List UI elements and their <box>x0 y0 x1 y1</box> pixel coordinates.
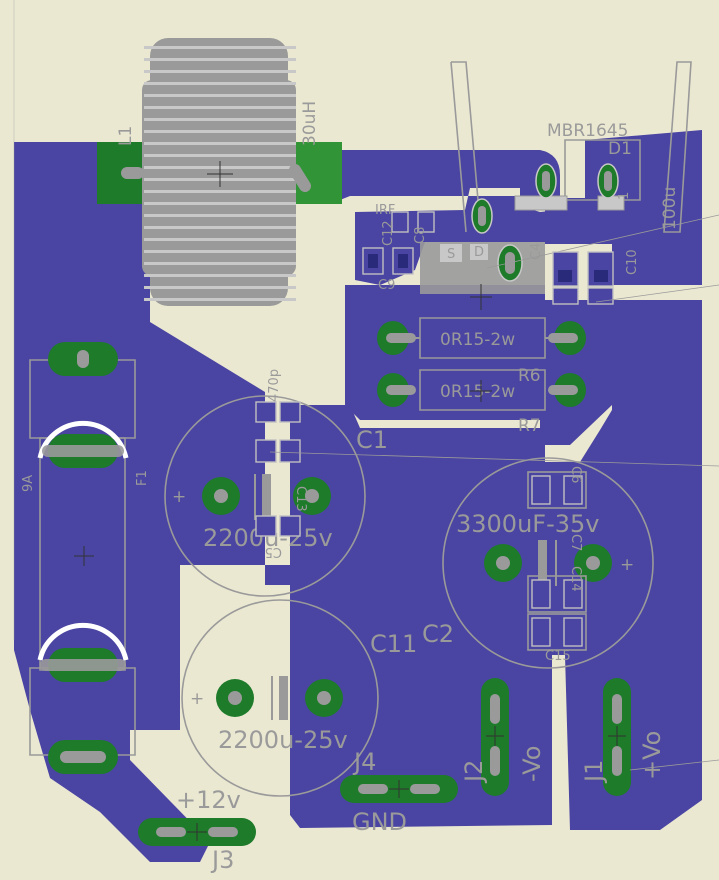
r6-value: 0R15-2w <box>440 330 515 350</box>
f1-name: F1 <box>135 470 150 486</box>
d1-part: MBR1645 <box>547 121 628 141</box>
c7-label: C7 <box>568 534 583 551</box>
c2-smd-stack <box>527 471 587 651</box>
c11-name: C11 <box>370 630 417 658</box>
j3-value: +12v <box>176 786 241 814</box>
c12-pad-2 <box>417 211 435 233</box>
q1-drain: D <box>474 245 484 260</box>
c12-label: C12 <box>381 220 396 246</box>
j2-name: J2 <box>460 760 488 784</box>
l1-value: 30uH <box>300 101 320 146</box>
c6-label: C6 <box>568 466 583 483</box>
capacitor-c11: + C11 2200u-25v <box>181 599 417 797</box>
c4-label: C4 <box>529 243 544 260</box>
inductor-l1: L1 30uH <box>97 38 342 306</box>
c11-plus-mark: + <box>190 689 204 709</box>
c13-value: 470p <box>267 369 282 402</box>
j3-name: J3 <box>210 846 234 874</box>
c2-plus-mark: + <box>620 555 634 575</box>
connector-j3: +12v J3 <box>138 786 256 874</box>
l1-winding-gap <box>144 106 296 109</box>
irf-label: IRF <box>375 203 395 218</box>
l1-winding-gap <box>144 214 296 217</box>
fuse-f1: 9A F1 <box>21 342 150 774</box>
j1-name: J1 <box>580 760 608 784</box>
l1-winding-gap <box>144 202 296 205</box>
l1-winding-gap <box>144 70 296 73</box>
c15-label: C15 <box>545 649 571 664</box>
c1-plus-mark: + <box>172 487 186 507</box>
l1-body <box>142 38 296 306</box>
d1-name: D1 <box>608 139 632 159</box>
c9-label: C9 <box>378 278 395 293</box>
c2-value: 3300uF-35v <box>456 510 600 538</box>
connector-j4: J4 GND <box>340 748 458 836</box>
l1-winding-gap <box>144 262 296 265</box>
capacitor-c1: + C1 2200u-25v 470p C13 C5 <box>164 369 719 597</box>
l1-winding-gap <box>144 58 296 61</box>
d1-pin: 1 <box>617 192 632 200</box>
connector-j1: J1 +Vo <box>580 678 719 796</box>
c11-value: 2200u-25v <box>218 726 348 754</box>
l1-winding-gap <box>144 226 296 229</box>
l1-winding-gap <box>144 46 296 49</box>
mosfet-q1: S D IRF <box>375 203 719 310</box>
out-cap-value: 100u <box>660 187 680 230</box>
c8-label: C8 <box>413 227 428 244</box>
diode-d1: MBR1645 D1 1 100u <box>450 61 692 234</box>
l1-winding-gap <box>144 94 296 97</box>
c2-outline <box>442 457 654 669</box>
j2-value: -Vo <box>518 746 546 783</box>
f1-value: 9A <box>21 475 36 492</box>
c13-pad-1 <box>255 401 277 423</box>
l1-winding-gap <box>144 298 296 301</box>
copper-pour-sense <box>345 285 612 445</box>
l1-winding-gap <box>144 274 296 277</box>
c13-name: C13 <box>293 486 308 512</box>
l1-winding-gap <box>144 130 296 133</box>
l1-winding-gap <box>144 142 296 145</box>
r6-name: R6 <box>518 366 541 386</box>
l1-winding-gap <box>144 154 296 157</box>
smd-caps-top: C12 C10 C9 C4 C8 <box>362 211 719 305</box>
c5-name: C5 <box>265 544 282 559</box>
c2-name: C2 <box>422 620 454 648</box>
l1-winding-gap <box>144 118 296 121</box>
l1-winding-gap <box>144 82 296 85</box>
l1-winding-gap <box>144 190 296 193</box>
resistor-r6: 0R15-2w R6 <box>377 317 586 386</box>
r7-name: R7 <box>518 416 541 436</box>
l1-winding-gap <box>144 250 296 253</box>
l1-drill-2 <box>289 164 311 192</box>
j1-value: +Vo <box>638 731 666 780</box>
c11-outline <box>181 599 379 797</box>
c1-name: C1 <box>356 426 388 454</box>
copper-pour-ground <box>265 300 702 830</box>
c12-pad-1 <box>391 211 409 233</box>
c10-label: C10 <box>625 249 640 275</box>
d1-tab <box>514 195 568 211</box>
l1-winding-gap <box>144 286 296 289</box>
resistor-r7: 0R15-2w R7 <box>377 369 586 436</box>
j4-value: GND <box>352 808 407 836</box>
j4-name: J4 <box>352 748 376 776</box>
c14-label: C14 <box>568 566 583 592</box>
r7-value: 0R15-2w <box>440 382 515 402</box>
q1-source: S <box>447 247 455 262</box>
c1-outline <box>164 395 366 597</box>
l1-name: L1 <box>116 126 136 146</box>
capacitor-c2: + 3300uF-35v C2 C6 C7 C14 C15 <box>422 457 654 669</box>
connector-j2: J2 -Vo <box>460 678 546 796</box>
l1-winding-gap <box>144 238 296 241</box>
